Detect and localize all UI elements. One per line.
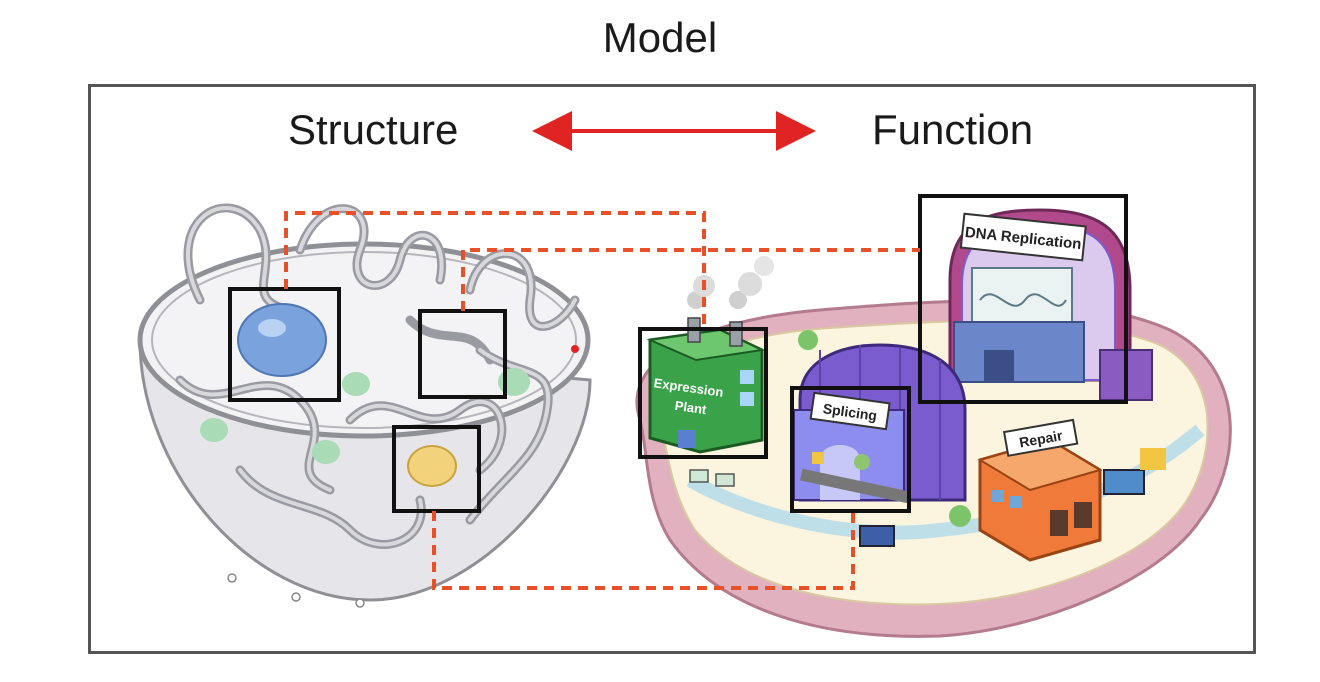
- factory-highlight-box-dna-replication: [918, 194, 1128, 404]
- nucleus-highlight-box-yellow: [392, 425, 481, 513]
- expression-plant-sign-line2: Plant: [674, 398, 708, 417]
- splicing-sign: Splicing: [822, 400, 878, 423]
- connector-yellow-to-splicing: [432, 511, 855, 590]
- structure-label: Structure: [288, 106, 459, 153]
- connector-blue-to-expression: [284, 211, 706, 329]
- connector-center-to-dna-replication: [461, 248, 920, 311]
- diagram-title: Model: [602, 14, 718, 61]
- factory-highlight-box-expression: [638, 327, 768, 459]
- nucleus-illustration: [137, 203, 592, 608]
- function-label: Function: [872, 106, 1034, 153]
- factory-highlight-box-splicing: [790, 386, 911, 513]
- repair-sign: Repair: [1018, 427, 1064, 450]
- diagram-frame: [88, 84, 1256, 654]
- cell-factory-illustration: DNA Replication Splicing Repair: [635, 208, 1232, 638]
